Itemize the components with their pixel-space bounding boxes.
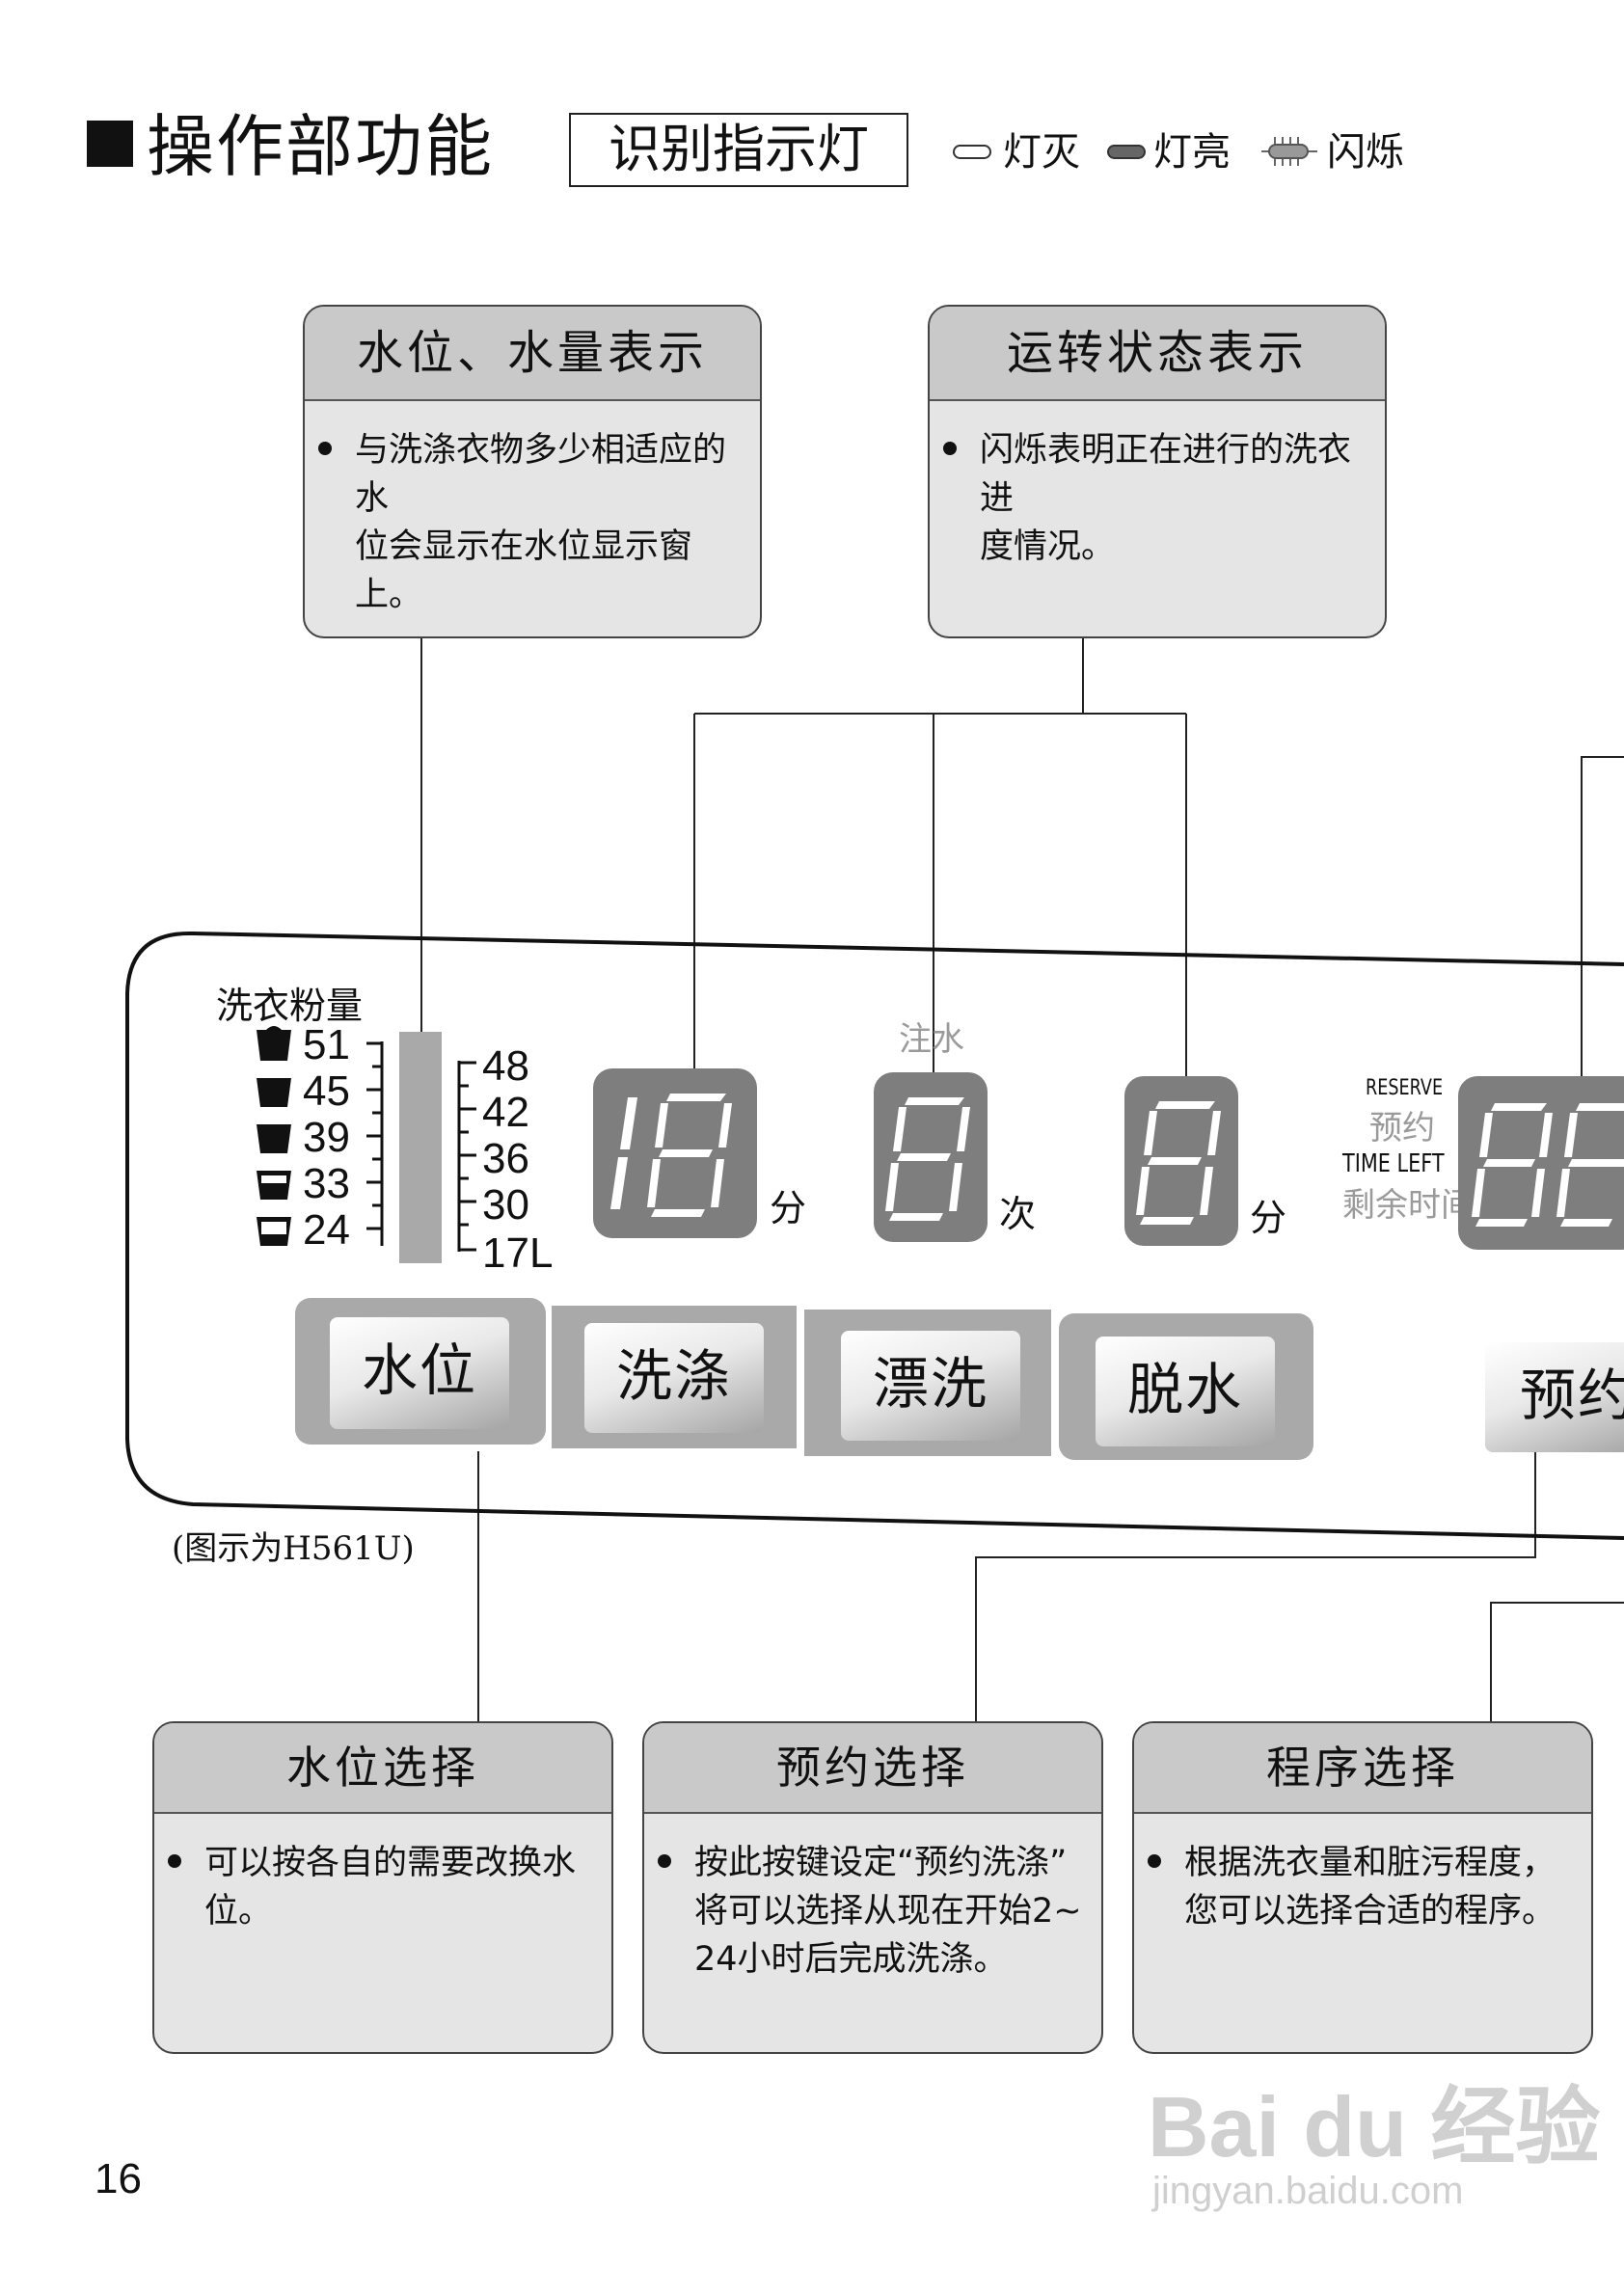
callout-text-line: 将可以选择从现在开始2~ [694,1892,1082,1931]
callout-text-line: 闪烁表明正在进行的洗衣进 [980,431,1352,518]
callout-text-line: 位会显示在水位显示窗上。 [355,527,693,614]
wash-button[interactable]: 洗涤 [584,1323,764,1433]
callout-text-line: 您可以选择合适的程序。 [1184,1892,1556,1931]
seven-segment-18-icon [610,1094,732,1217]
lamp-off-icon [953,145,991,159]
cup-empty-icon [257,1217,291,1246]
reserve-time-display [1458,1076,1624,1250]
callout-title: 水位、水量表示 [305,307,760,401]
callout-running-status: 运转状态表示 闪烁表明正在进行的洗衣进 度情况。 [928,305,1387,638]
water-level-bar [399,1032,442,1263]
water-level: 30 [482,1181,529,1229]
legend-off-label: 灯灭 [1003,130,1080,175]
minutes-unit: 分 [1250,1197,1287,1239]
legend-on-label: 灯亮 [1153,130,1231,175]
figure-caption: (图示为H561U) [172,1529,415,1568]
cup-icon [257,1171,291,1200]
times-unit: 次 [999,1193,1037,1235]
lamp-on-icon [1107,145,1146,159]
legend-blink-label: 闪烁 [1327,130,1404,175]
control-panel-outline [125,931,1624,1540]
callout-title: 水位选择 [154,1723,611,1814]
detergent-level: 45 [303,1067,350,1115]
time-left-en-label: TIME LEFT [1342,1149,1445,1178]
page-title: 操作部功能 [147,107,494,186]
water-level-button[interactable]: 水位 [330,1317,509,1429]
baidu-watermark-logo: Bai du 经验 [1148,2079,1601,2174]
detergent-amount-label: 洗衣粉量 [216,985,364,1027]
callout-title: 运转状态表示 [930,307,1385,401]
bullet-icon [318,442,332,455]
page-number: 16 [95,2155,142,2202]
callout-title: 程序选择 [1134,1723,1591,1814]
callout-text-line: 度情况。 [980,527,1116,566]
time-left-cn-label: 剩余时间 [1342,1186,1474,1225]
callout-text-line: 与洗涤衣物多少相适应的水 [355,431,727,518]
rinse-count-display [874,1072,988,1242]
reserve-cn-label: 预约 [1369,1109,1435,1148]
seven-segment-8-icon [885,1097,970,1221]
callout-reserve-select: 预约选择 按此按键设定“预约洗涤” 将可以选择从现在开始2~ 24小时后完成洗涤… [642,1721,1103,2054]
seven-segment-8-icon [1136,1101,1221,1225]
water-level: 48 [482,1042,529,1090]
callout-water-level-select: 水位选择 可以按各自的需要改换水 位。 [152,1721,613,2054]
spin-time-display [1124,1076,1238,1246]
title-square-icon [87,121,133,167]
bullet-icon [658,1854,671,1868]
cup-full-icon [257,1026,291,1061]
detergent-level: 51 [303,1021,350,1068]
baidu-watermark-url: jingyan.baidu.com [1152,2170,1464,2212]
callout-text-line: 可以按各自的需要改换水 [204,1844,577,1882]
detergent-level: 24 [303,1206,350,1254]
cup-icon [257,1078,291,1107]
spin-button[interactable]: 脱水 [1096,1337,1275,1446]
detergent-level: 33 [303,1160,350,1207]
water-level: 36 [482,1135,529,1182]
indicator-legend-title: 识别指示灯 [569,113,908,187]
callout-title: 预约选择 [644,1723,1101,1814]
wash-time-display [593,1068,757,1238]
bullet-icon [943,442,957,455]
rinse-button[interactable]: 漂洗 [841,1331,1020,1441]
water-level: 17L [482,1229,554,1277]
callout-text-line: 按此按键设定“预约洗涤” [694,1844,1068,1882]
reserve-en-label: RESERVE [1366,1076,1444,1100]
callout-water-level-display: 水位、水量表示 与洗涤衣物多少相适应的水 位会显示在水位显示窗上。 [303,305,762,638]
minutes-unit: 分 [770,1187,807,1229]
lamp-blink-icon [1261,137,1317,166]
cup-icon [257,1124,291,1153]
detergent-level: 39 [303,1114,350,1161]
level-scale [257,1026,476,1263]
water-fill-label: 注水 [899,1020,964,1059]
seven-segment-88-icon [1472,1103,1624,1227]
callout-text-line: 根据洗衣量和脏污程度， [1184,1844,1556,1882]
callout-text-line: 24小时后完成洗涤。 [694,1940,1008,1979]
bullet-icon [1148,1854,1161,1868]
reserve-button[interactable]: 预约 [1485,1342,1624,1452]
bullet-icon [168,1854,181,1868]
water-level: 42 [482,1089,529,1136]
callout-text-line: 位。 [204,1892,273,1931]
callout-program-select: 程序选择 根据洗衣量和脏污程度， 您可以选择合适的程序。 [1132,1721,1593,2054]
